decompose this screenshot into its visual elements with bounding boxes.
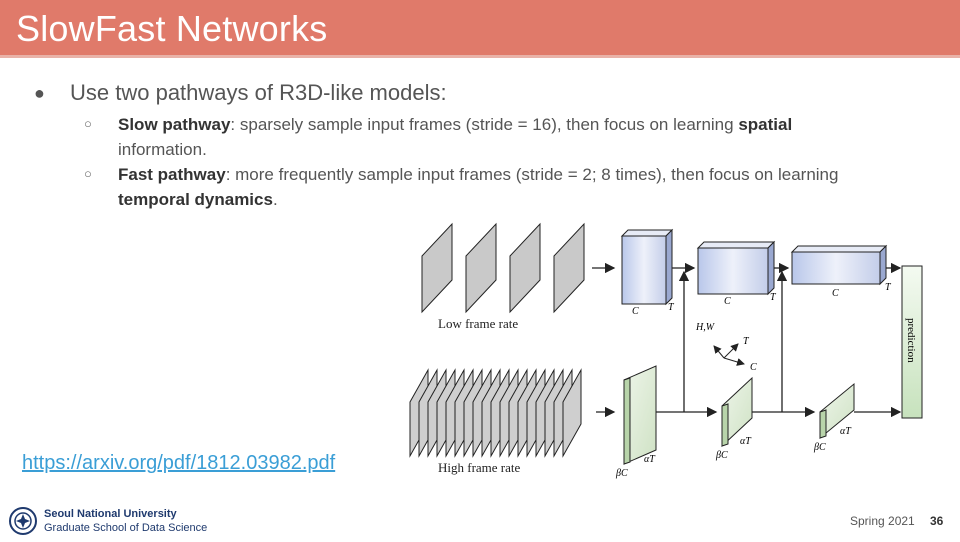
title-bar: SlowFast Networks <box>0 0 960 58</box>
footer-term: Spring 2021 <box>850 514 915 528</box>
slow-pathway-text: : sparsely sample input frames (stride =… <box>230 115 739 134</box>
fast-block-2 <box>721 376 753 448</box>
footer-university: Seoul National University <box>44 508 177 520</box>
fast-at-label: αT <box>840 426 852 437</box>
sub-bullet-marker: ○ <box>84 166 92 181</box>
fast-bc-label: βC <box>615 468 628 479</box>
main-bullet-text: Use two pathways of R3D-like models: <box>70 80 447 105</box>
fast-bc-label: βC <box>813 442 826 453</box>
slow-pathway-term: Slow pathway <box>118 115 231 134</box>
fast-at-label: αT <box>644 454 656 465</box>
low-rate-frames <box>421 222 585 314</box>
slow-t-label: T <box>770 292 777 303</box>
slow-c-label: C <box>724 296 731 307</box>
bullet-dot: ● <box>34 83 45 103</box>
slow-t-label: T <box>668 302 675 313</box>
sub-bullet-marker: ○ <box>84 116 92 131</box>
spatial-term: spatial <box>738 115 793 134</box>
slow-c-label: C <box>832 288 839 299</box>
prediction-label: prediction <box>905 318 917 363</box>
low-rate-label: Low frame rate <box>438 316 518 331</box>
high-rate-frames <box>409 368 582 458</box>
fast-pathway-term: Fast pathway <box>118 165 226 184</box>
slow-block-2 <box>696 240 776 296</box>
page-number: 36 <box>930 514 944 528</box>
fast-pathway-text-2: . <box>272 190 278 209</box>
high-rate-label: High frame rate <box>438 460 521 475</box>
slow-block-1 <box>620 228 674 306</box>
arxiv-link[interactable]: https://arxiv.org/pdf/1812.03982.pdf <box>22 452 336 474</box>
slow-t-label: T <box>885 282 892 293</box>
slide-title: SlowFast Networks <box>16 8 328 49</box>
fast-at-label: αT <box>740 436 752 447</box>
fast-pathway-text: : more frequently sample input frames (s… <box>225 165 839 184</box>
footer-school: Graduate School of Data Science <box>44 522 208 534</box>
university-logo-icon <box>9 507 37 535</box>
slow-block-3 <box>790 244 888 286</box>
prediction-box <box>901 265 923 419</box>
slowfast-diagram: Low frame rate C T C T C T prediction H,… <box>409 222 923 479</box>
axis-t-label: T <box>743 336 750 347</box>
axis-c-label: C <box>750 362 757 373</box>
slow-c-label: C <box>632 306 639 317</box>
fast-block-3 <box>819 382 855 440</box>
sub-bullet-fast: Fast pathway: more frequently sample inp… <box>118 162 918 212</box>
temporal-dynamics-term: temporal dynamics <box>118 190 273 209</box>
slow-pathway-text-2: information. <box>118 140 207 159</box>
axes-glyph <box>713 343 745 366</box>
axis-hw-label: H,W <box>695 322 716 333</box>
fast-bc-label: βC <box>715 450 728 461</box>
fast-block-1 <box>623 365 657 465</box>
sub-bullet-slow: Slow pathway: sparsely sample input fram… <box>118 112 918 162</box>
